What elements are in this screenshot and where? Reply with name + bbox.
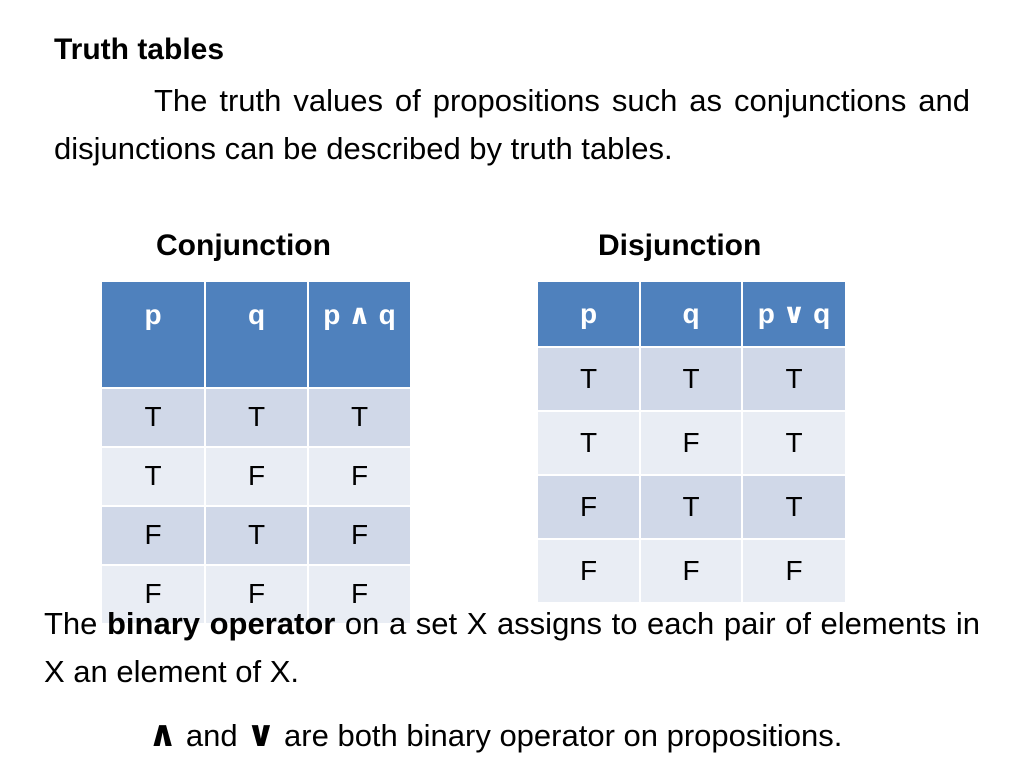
table-cell: F	[308, 505, 410, 565]
disjunction-truth-table: p q p ∨ q T T T T F T F T T F	[538, 282, 845, 602]
table-cell: T	[538, 410, 641, 475]
table-row: F T T	[538, 474, 845, 539]
and-symbol: ∧	[148, 713, 178, 754]
table-cell: T	[308, 387, 410, 447]
binary-operator-definition: The binary operator on a set X assigns t…	[44, 600, 980, 696]
table-cell: F	[308, 446, 410, 506]
table-cell: F	[640, 410, 743, 475]
table-row: F T F	[102, 505, 410, 565]
table-row: T F F	[102, 446, 410, 506]
disjunction-heading: Disjunction	[598, 229, 762, 262]
table-cell: F	[308, 564, 410, 623]
or-symbol: ∨	[246, 713, 276, 754]
operators-statement: ∧ and ∨ are both binary operator on prop…	[148, 712, 842, 758]
operators-middle: and	[177, 718, 247, 753]
table-header-row: p q p ∧ q	[102, 282, 410, 388]
table-cell: F	[538, 474, 641, 539]
table-cell: F	[102, 564, 206, 623]
table-cell: T	[102, 387, 206, 447]
header-p: p	[538, 282, 641, 347]
table-cell: F	[640, 538, 743, 602]
table-row: T F T	[538, 410, 845, 475]
definition-prefix: The	[44, 606, 107, 641]
table-cell: T	[640, 346, 743, 411]
table-header-row: p q p ∨ q	[538, 282, 845, 347]
header-q: q	[205, 282, 309, 388]
table-cell: T	[205, 505, 309, 565]
header-p: p	[102, 282, 206, 388]
table-cell: T	[742, 410, 845, 475]
conjunction-truth-table: p q p ∧ q T T T T F F F T F F	[102, 282, 410, 623]
header-p-and-q: p ∧ q	[308, 282, 410, 388]
table-row: F F F	[538, 538, 845, 602]
header-q: q	[640, 282, 743, 347]
table-cell: F	[742, 538, 845, 602]
table-cell: T	[102, 446, 206, 506]
binary-operator-term: binary operator	[107, 606, 336, 641]
intro-paragraph: The truth values of propositions such as…	[54, 83, 970, 166]
conjunction-heading: Conjunction	[156, 229, 331, 262]
definition-suffix: on a set X assigns to each pair of eleme…	[44, 606, 981, 689]
table-cell: T	[742, 474, 845, 539]
table-row: T T T	[538, 346, 845, 411]
header-p-or-q: p ∨ q	[742, 282, 845, 347]
table-cell: F	[102, 505, 206, 565]
slide-title: Truth tables	[54, 33, 225, 66]
table-cell: F	[205, 564, 309, 623]
table-cell: T	[538, 346, 641, 411]
operators-suffix: are both binary operator on propositions…	[275, 718, 843, 753]
table-cell: T	[742, 346, 845, 411]
table-row: T T T	[102, 387, 410, 447]
table-cell: F	[205, 446, 309, 506]
table-cell: T	[640, 474, 743, 539]
table-row: F F F	[102, 564, 410, 623]
table-cell: F	[538, 538, 641, 602]
table-cell: T	[205, 387, 309, 447]
